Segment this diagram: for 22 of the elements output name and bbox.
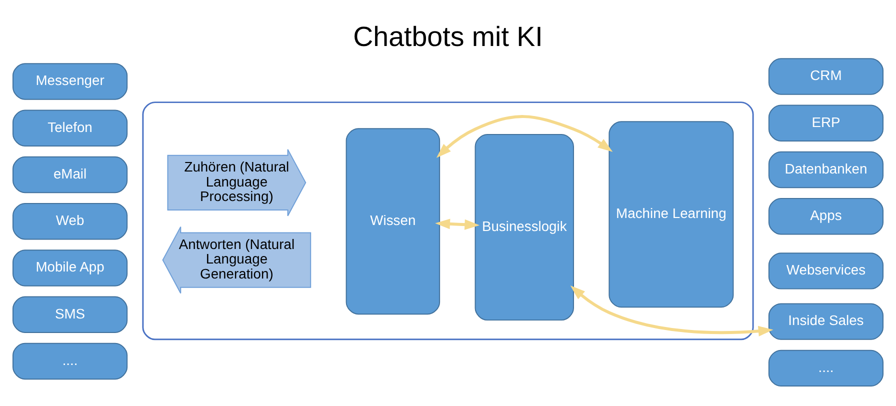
node-box: Datenbanken xyxy=(768,151,884,188)
cluster xyxy=(142,102,754,340)
node-box: Machine Learning xyxy=(608,121,734,308)
node-box: Wissen xyxy=(346,128,440,315)
node-box: .... xyxy=(12,342,128,380)
arrow xyxy=(435,218,480,230)
node-box: Businesslogik xyxy=(474,134,574,321)
arrow xyxy=(436,115,613,158)
node-box: ERP xyxy=(768,104,884,142)
node-box: Mobile App xyxy=(12,250,128,286)
arrow xyxy=(570,286,774,336)
diagram-title: Chatbots mit KI xyxy=(353,21,543,52)
node-box: CRM xyxy=(768,58,884,95)
node-box: Apps xyxy=(768,198,884,235)
node-box: .... xyxy=(768,350,884,387)
node-box: eMail xyxy=(12,156,128,194)
node-box: Webservices xyxy=(768,252,884,290)
node-box: Telefon xyxy=(12,110,128,146)
node-box: Web xyxy=(12,203,128,240)
node-box: SMS xyxy=(12,296,128,333)
node-box: Messenger xyxy=(12,63,128,100)
node-box: Inside Sales xyxy=(768,303,884,340)
